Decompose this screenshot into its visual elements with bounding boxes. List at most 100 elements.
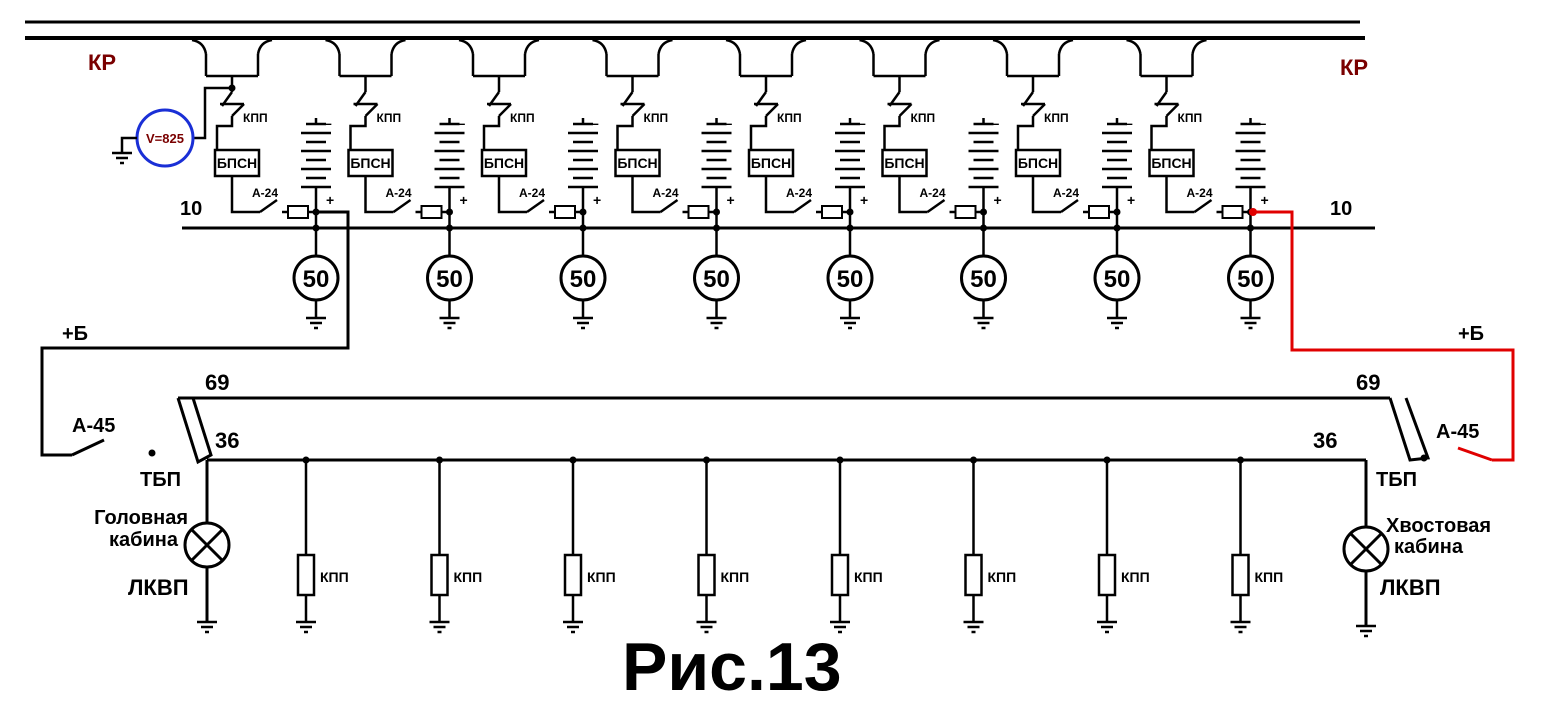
battery-minus-label: –: [324, 115, 332, 131]
a24-label: А-24: [1187, 186, 1213, 200]
a24-label: А-24: [1053, 186, 1079, 200]
bpsn-box: [480, 148, 528, 178]
plus-b-label-right: +Б: [1458, 323, 1484, 345]
battery-plus-label: +: [1261, 192, 1269, 208]
plus-b-wire-right[interactable]: [1253, 210, 1515, 462]
head-cab-label-line1: Головная: [94, 507, 188, 529]
kpp-contact-label: КПП: [1044, 111, 1069, 125]
tbp-switch-right: [1388, 397, 1431, 462]
a24-switch: [793, 198, 812, 214]
kpp-coil-box: [296, 553, 316, 597]
a24-switch: [392, 198, 412, 214]
a24-label: А-24: [786, 186, 812, 200]
bpsn-box: [747, 148, 795, 178]
a24-label: А-24: [252, 186, 278, 200]
bpsn-label: БПСН: [1018, 155, 1058, 171]
battery-minus-label: –: [591, 115, 599, 131]
kpp-coil-label: КПП: [1121, 569, 1150, 585]
wire-36-label-right: 36: [1313, 428, 1337, 453]
kpp-coil: КПП: [1097, 456, 1150, 634]
kpp-coil-label: КПП: [1255, 569, 1284, 585]
collector-shoe: [191, 38, 208, 55]
battery-minus-label: –: [1125, 115, 1133, 131]
lamp-tail-cab: [1342, 460, 1390, 638]
wire-10-label-left: 10: [180, 198, 202, 220]
bpsn-box: [1014, 148, 1062, 178]
kpp-coil: КПП: [296, 456, 349, 634]
collector-shoe: [1126, 38, 1142, 55]
kpp-coil: КПП: [963, 456, 1016, 634]
battery-plus-label: +: [326, 192, 334, 208]
lamp-50-label: 50: [436, 266, 463, 293]
bpsn-box: [614, 148, 661, 178]
battery-minus-label: –: [858, 115, 866, 131]
lamp-50-label: 50: [1237, 266, 1264, 293]
lamp-50-label: 50: [837, 266, 864, 293]
lamp-50-label: 50: [570, 266, 597, 293]
lamp-50-label: 50: [703, 266, 730, 293]
car-units: КПП БПСН А-24 – +50 КПП БПСН А-24 – +50 КПП БПСН А-2…: [191, 38, 1274, 330]
fuse: [1088, 205, 1110, 219]
collector-shoe: [725, 38, 742, 55]
kpp-coil-label: КПП: [454, 569, 483, 585]
tbp-label-right: ТБП: [1376, 469, 1417, 491]
lamp-50-label: 50: [1104, 266, 1131, 293]
kr-label-left: КР: [88, 50, 116, 75]
battery-plus-label: +: [593, 192, 601, 208]
wire-69-label-left: 69: [205, 370, 229, 395]
a45-switch-left: [71, 438, 105, 457]
battery: [701, 118, 732, 228]
a24-switch: [1193, 198, 1213, 214]
kpp-contact-label: КПП: [243, 111, 268, 125]
kpp-coil-box: [563, 553, 583, 597]
battery-minus-label: –: [1259, 115, 1267, 131]
bpsn-label: БПСН: [484, 155, 524, 171]
lkvp-label-left: ЛКВП: [128, 575, 189, 600]
battery-minus-label: –: [458, 115, 466, 131]
kpp-contact-label: КПП: [911, 111, 936, 125]
fuse: [954, 205, 977, 219]
voltmeter-label: V=825: [146, 131, 184, 146]
battery-plus-label: +: [860, 192, 868, 208]
bpsn-box: [1148, 148, 1195, 178]
kpp-coil-label: КПП: [721, 569, 750, 585]
kpp-coil-label: КПП: [854, 569, 883, 585]
battery: [1102, 118, 1132, 228]
plus-b-label-left: +Б: [62, 323, 88, 345]
head-cab-label-line2: кабина: [109, 529, 179, 551]
kpp-relay-coils: КПП КПП КПП КПП КПП КПП КПП КПП: [296, 456, 1284, 634]
battery-plus-label: +: [994, 192, 1002, 208]
fuse: [554, 205, 576, 219]
a24-switch: [659, 198, 679, 214]
kpp-coil: КПП: [429, 456, 483, 634]
bpsn-label: БПСН: [617, 155, 657, 171]
a24-switch: [926, 198, 946, 214]
fuse: [420, 205, 443, 219]
kpp-contact-label: КПП: [777, 111, 802, 125]
kpp-contact-label: КПП: [1178, 111, 1203, 125]
bpsn-box: [213, 148, 261, 178]
kpp-coil: КПП: [830, 456, 883, 634]
a24-label: А-24: [920, 186, 946, 200]
wire-10-label-right: 10: [1330, 198, 1352, 220]
battery: [434, 118, 465, 228]
collector-shoe: [458, 38, 475, 55]
a24-switch: [526, 198, 545, 214]
battery-plus-label: +: [727, 192, 735, 208]
battery: [1235, 118, 1266, 228]
kpp-coil-label: КПП: [587, 569, 616, 585]
kpp-coil-box: [830, 553, 850, 597]
tbp-switch-left: [176, 397, 213, 465]
bpsn-label: БПСН: [350, 155, 390, 171]
kpp-contact-label: КПП: [377, 111, 402, 125]
fuse: [687, 205, 710, 219]
bpsn-box: [347, 148, 394, 178]
wire-36-label-left: 36: [215, 428, 239, 453]
kpp-coil-label: КПП: [320, 569, 349, 585]
a45-switch-right: [1457, 446, 1493, 462]
kpp-coil-box: [430, 553, 449, 597]
